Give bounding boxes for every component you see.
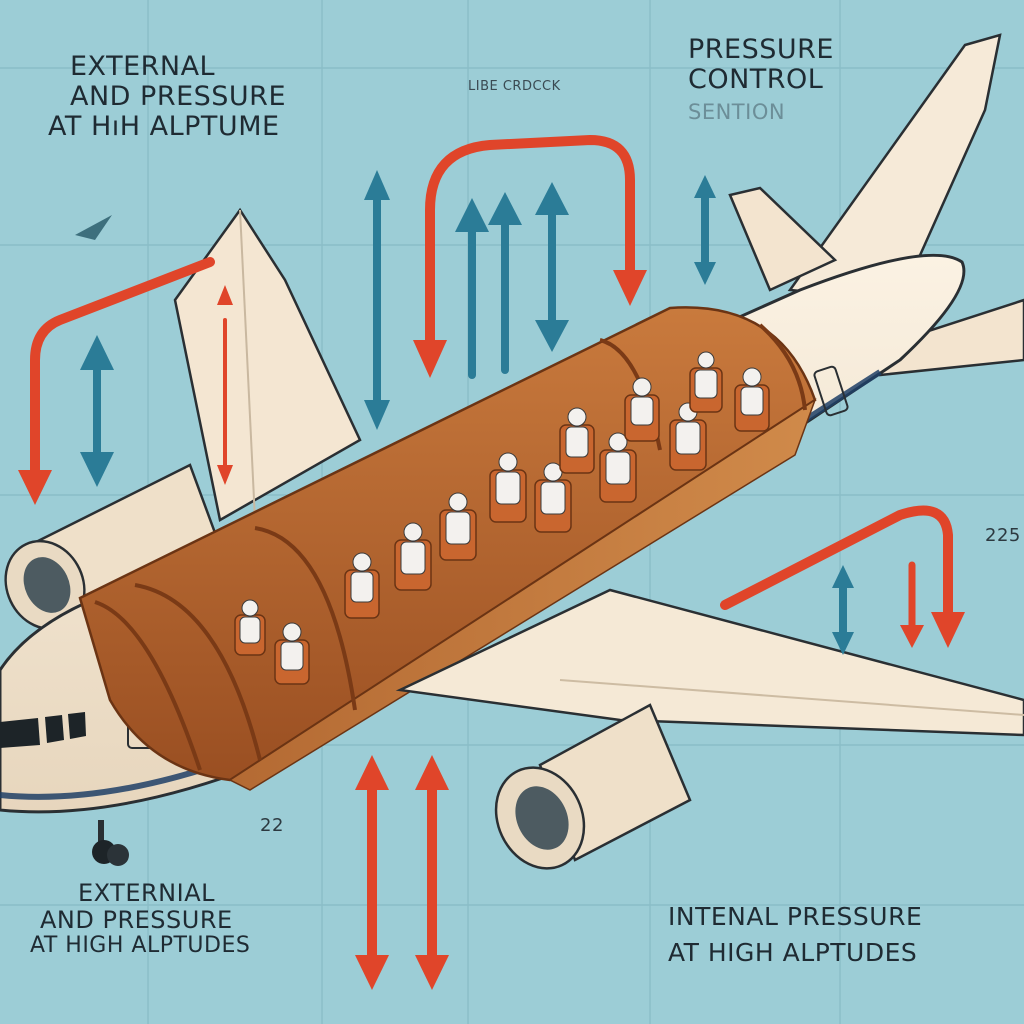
label-top-center-small: LIBE CRDCCK	[468, 79, 561, 94]
label-bottom-number: 22	[260, 815, 284, 836]
right-engine	[494, 703, 692, 870]
left-wing	[173, 207, 362, 522]
arrow-right-loop	[720, 505, 953, 625]
blue-pressure-arrows	[93, 186, 847, 644]
red-arrowheads	[18, 270, 965, 990]
label-top-left-line3: AT HıH ALPTUME	[48, 111, 280, 143]
label-top-right-line2: CONTROL	[688, 64, 824, 96]
label-bottom-left-line3: AT HIGH ALPTUDES	[30, 932, 251, 958]
label-top-left-line2: AND PRESSURE	[70, 81, 287, 113]
paper-plane-icon	[75, 215, 112, 240]
left-engine	[4, 463, 227, 631]
label-bottom-left: EXTERNIAL AND PRESSURE AT HIGH ALPTUDES	[30, 880, 250, 958]
red-pressure-arrows	[30, 135, 953, 970]
arrow-top-center-loop	[425, 135, 635, 370]
label-bottom-right-line2: AT HIGH ALPTUDES	[668, 938, 918, 967]
arrow-top-left-loop	[30, 257, 215, 485]
label-bottom-right: INTENAL PRESSURE AT HIGH ALPTUDES	[668, 903, 922, 967]
rear-door	[813, 365, 849, 417]
passenger-seating	[234, 351, 770, 685]
label-top-right-line3: SENTION	[688, 100, 786, 125]
label-side-number: 225	[985, 525, 1021, 546]
label-top-left: EXTERNAL AND PRESSURE AT HıH ALPTUME	[48, 51, 287, 143]
label-bottom-right-line1: INTENAL PRESSURE	[668, 902, 923, 931]
label-top-right: PRESSURE CONTROL SENTION	[688, 34, 834, 125]
blue-arrowheads	[80, 170, 854, 655]
label-top-left-line1: EXTERNAL	[70, 51, 216, 82]
right-wing	[395, 588, 1024, 737]
nose-landing-gear	[92, 820, 129, 866]
label-bottom-left-line1: EXTERNIAL	[78, 879, 216, 907]
cockpit-windows	[0, 712, 86, 748]
cabin-floor	[228, 398, 817, 791]
label-bottom-left-line2: AND PRESSURE	[40, 905, 233, 934]
label-top-right-line1: PRESSURE	[688, 34, 834, 65]
tail-stabilizer-upper	[728, 186, 838, 292]
